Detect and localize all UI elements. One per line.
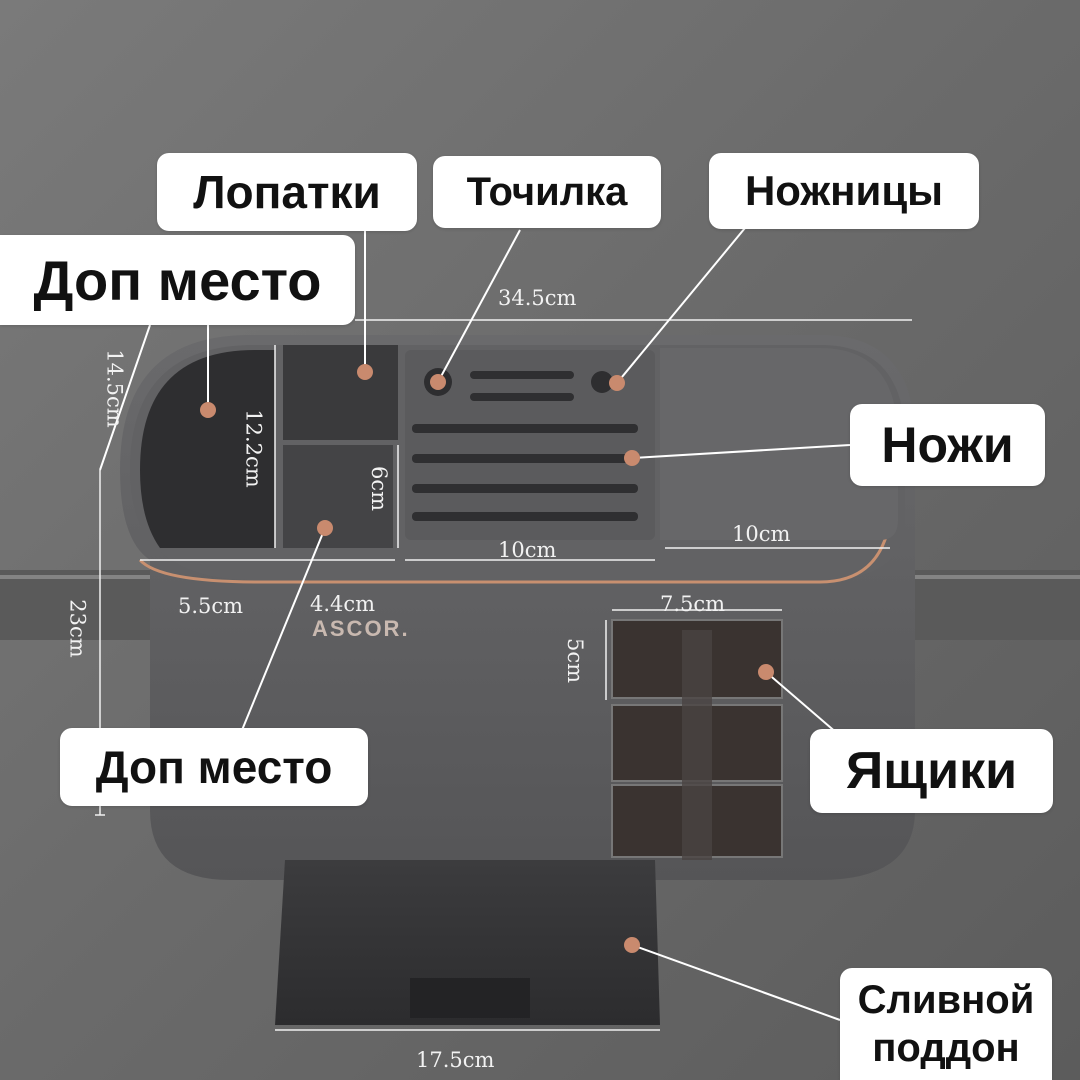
- label-lopatki: Лопатки: [157, 153, 417, 231]
- dim-height-total: 23cm: [65, 599, 90, 658]
- dim-knife-slot-width: 10cm: [498, 538, 557, 562]
- label-slivnoy-line1: Сливной: [857, 978, 1035, 1022]
- scissors-hole: [591, 371, 613, 393]
- dim-drawer-height: 5cm: [563, 637, 588, 684]
- dim-tray-width: 17.5cm: [416, 1048, 495, 1072]
- label-yashchiki: Ящики: [810, 729, 1053, 813]
- copper-trim: [138, 519, 892, 584]
- dim-drawer-width: 7.5cm: [660, 592, 726, 616]
- dim-small-compartment: 6cm: [367, 465, 392, 512]
- knife-slot: [470, 371, 574, 379]
- utensil-compartment: [283, 345, 398, 440]
- label-nozhi: Ножи: [850, 404, 1045, 486]
- knife-slot: [412, 454, 638, 463]
- dim-left-cup-width: 5.5cm: [178, 594, 244, 618]
- drip-tray-lip: [410, 978, 530, 1018]
- dim-height-upper: 14.5cm: [102, 349, 127, 428]
- dim-right-block-width: 10cm: [732, 522, 791, 546]
- knife-slot: [412, 424, 638, 433]
- brand-logo: ASCOR.: [312, 616, 410, 641]
- label-nozhnitsy: Ножницы: [709, 153, 979, 229]
- label-slivnoy-line2: поддон: [872, 1026, 1020, 1070]
- knife-slot: [470, 393, 574, 401]
- right-block: [660, 348, 898, 540]
- label-tochilka: Точилка: [433, 156, 661, 228]
- label-slivnoy-poddon: Сливной поддон: [840, 968, 1052, 1080]
- knife-slot: [412, 484, 638, 493]
- drip-tray: [275, 860, 660, 1025]
- label-dop-mesto-bottom: Доп место: [60, 728, 368, 806]
- label-dop-mesto-top: Доп место: [0, 235, 355, 325]
- leader-lines: [99, 227, 851, 1021]
- knife-slot: [412, 512, 638, 521]
- dim-utensil-height: 12.2cm: [241, 409, 266, 488]
- small-compartment: [283, 445, 393, 548]
- drawers: [611, 619, 783, 860]
- dim-width-total: 34.5cm: [498, 286, 577, 310]
- dim-mid-compartment-width: 4.4cm: [310, 592, 376, 616]
- left-cup: [140, 350, 275, 548]
- dimension-lines: [95, 319, 912, 1031]
- callout-dots: [200, 364, 774, 953]
